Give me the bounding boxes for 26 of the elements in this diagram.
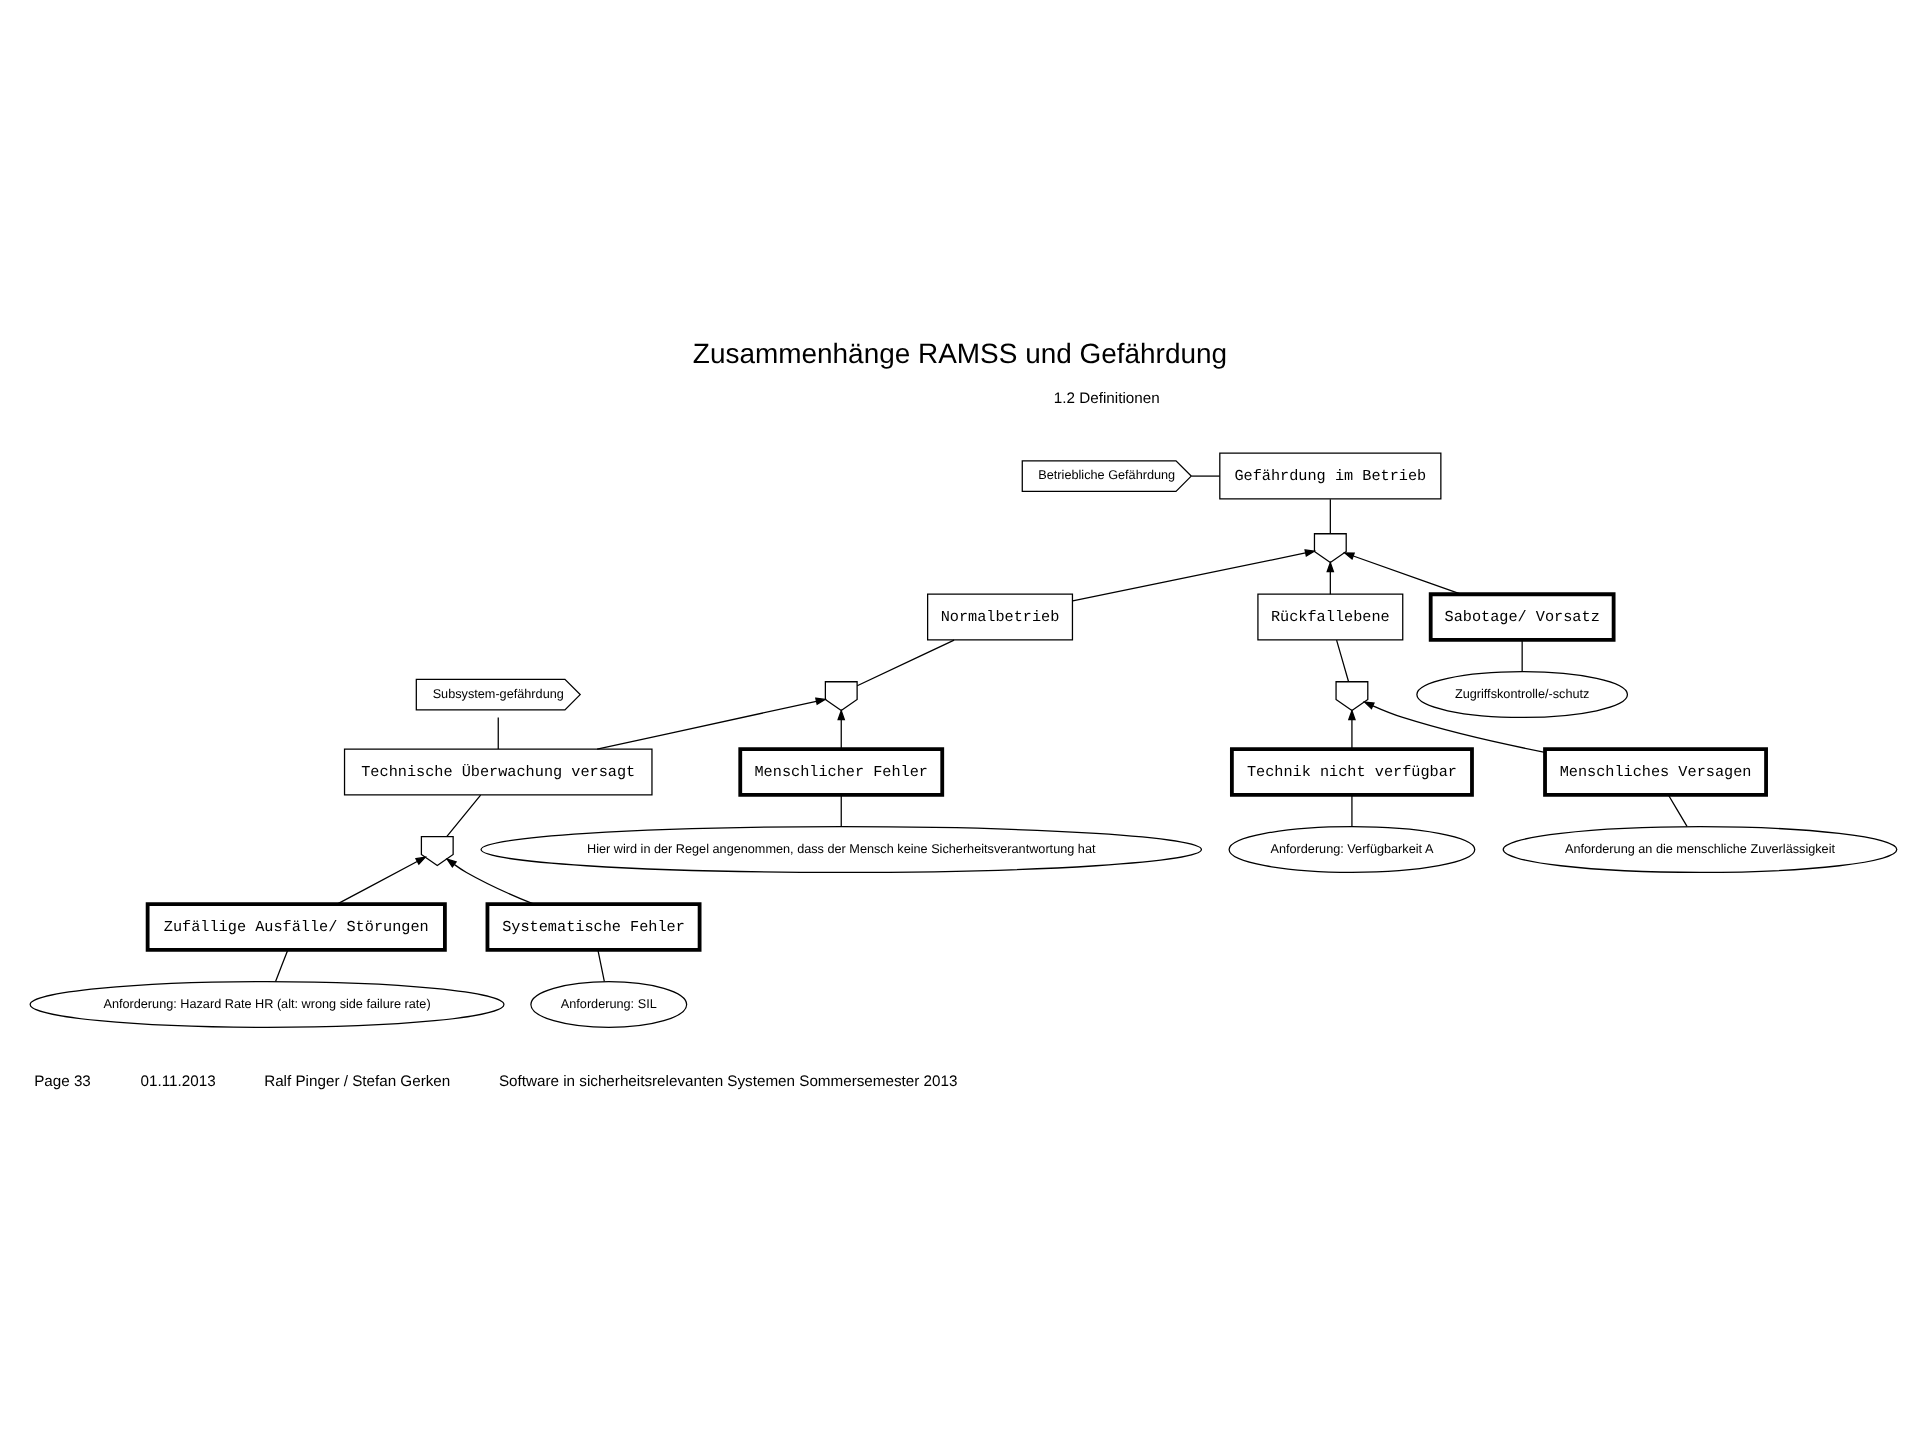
diagram-title: Zusammenhänge RAMSS und Gefährdung — [692, 336, 1228, 369]
arrow — [1342, 552, 1462, 595]
connector — [1335, 639, 1350, 683]
arrow — [837, 708, 846, 750]
node-gate — [420, 836, 454, 867]
arrow — [1072, 549, 1317, 602]
connector — [840, 794, 842, 828]
node-gate — [1313, 533, 1347, 564]
connector — [856, 639, 955, 687]
connector — [497, 716, 499, 750]
connector — [446, 794, 482, 838]
arrow — [445, 857, 535, 905]
arrow — [336, 856, 427, 905]
connector — [1667, 794, 1688, 828]
arrow — [1347, 708, 1356, 750]
arrow — [596, 697, 828, 750]
arrow — [1326, 560, 1335, 595]
connector — [1521, 639, 1523, 673]
connector — [1329, 498, 1331, 534]
node-gate — [824, 681, 858, 712]
arrow — [1362, 701, 1546, 753]
connector — [1351, 794, 1353, 828]
connector — [274, 949, 289, 983]
connector — [1190, 475, 1221, 477]
node-gate — [1335, 681, 1369, 712]
connector — [597, 949, 605, 983]
